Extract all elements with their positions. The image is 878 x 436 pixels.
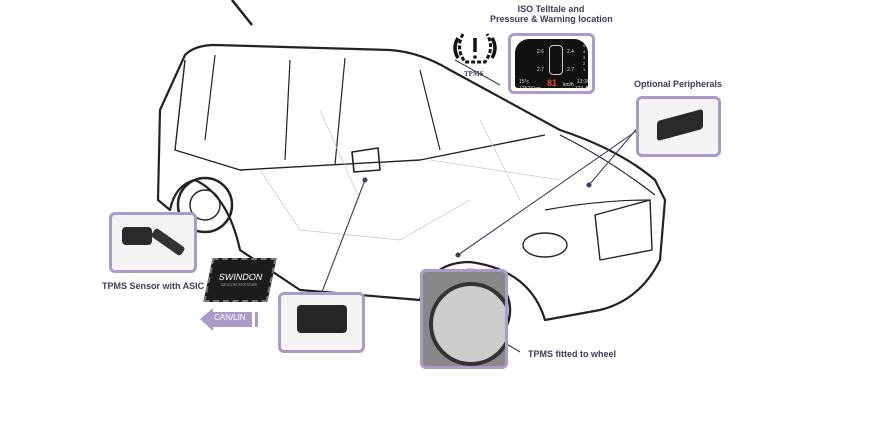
temperature: 15°c [519,79,530,85]
gear-indicator: 1 [583,67,586,72]
tpms-warning-icon [453,33,497,64]
gear-indicator: 3 [583,55,586,60]
sensor-image [122,227,152,245]
asic-chip: SWINDON SILICON SYSTEMS [203,258,277,302]
speed-unit: km/h [563,82,574,88]
peripheral-box [636,96,721,157]
chip-sub: SILICON SYSTEMS [220,282,258,287]
wheel-image [429,282,505,366]
sensor-box [109,212,197,273]
mode-indicator: N [589,57,592,62]
mode-indicator: P [589,43,592,48]
can-lin-label: CAN/LIN [214,313,246,322]
tpms-icon-label: TPMS [464,70,484,78]
mode-indicator: R [589,50,592,55]
ecu-module-box [278,292,365,353]
tire-fl: 2.6 [537,49,544,55]
iso-telltale-title: ISO Telltale and Pressure & Warning loca… [490,4,613,24]
dashboard-panel: 2.6 2.4 2.7 2.7 81 km/h 15°c 17523 km 13… [508,33,595,94]
optional-peripherals-label: Optional Peripherals [634,79,723,89]
car-topview-icon [549,45,563,75]
peripheral-device-image [657,108,703,142]
wheel-box [420,269,508,369]
gear-indicator: 4 [583,49,586,54]
tire-rr: 2.7 [567,67,574,73]
tire-fr: 2.4 [567,49,574,55]
chip-brand: SWINDON [217,272,264,282]
trip: 123.4 km [575,86,588,92]
gear-indicator: 2 [583,61,586,66]
sensor-asic-label: TPMS Sensor with ASIC [102,281,205,291]
can-lin-arrow [200,308,258,331]
fitted-wheel-label: TPMS fitted to wheel [528,349,617,359]
clock: 13:30 [577,79,590,85]
ecu-module-image [297,305,347,333]
odometer: 17523 km [519,86,541,92]
dashboard-display: 2.6 2.4 2.7 2.7 81 km/h 15°c 17523 km 13… [515,39,592,91]
gear-indicator: 5 [583,43,586,48]
speed-value: 81 [547,78,558,88]
tire-rl: 2.7 [537,67,544,73]
mode-indicator: D [589,64,592,69]
iso-title-line2: Pressure & Warning location [490,14,613,24]
iso-title-line1: ISO Telltale and [517,4,585,14]
